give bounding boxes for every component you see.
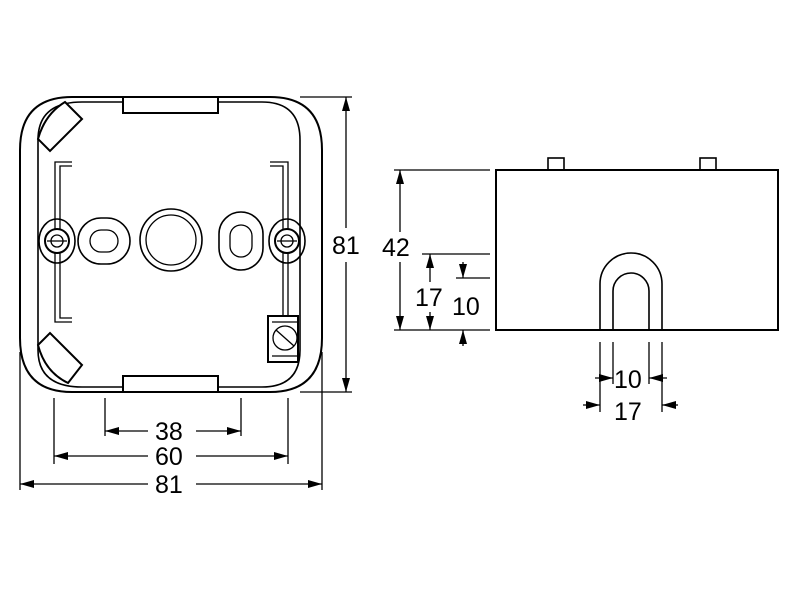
front-view bbox=[19, 96, 323, 393]
label-front-mid-width: 60 bbox=[155, 443, 183, 471]
corner-tab-top-left bbox=[36, 100, 84, 153]
side-body bbox=[495, 169, 779, 331]
side-tab-left bbox=[547, 157, 565, 171]
slot-left bbox=[77, 217, 131, 265]
label-side-height: 42 bbox=[382, 234, 410, 262]
cable-entry-inner bbox=[612, 272, 650, 330]
label-entry-outer-height: 17 bbox=[415, 284, 443, 312]
label-front-total-width: 81 bbox=[155, 471, 183, 499]
label-front-height: 81 bbox=[332, 232, 360, 260]
center-knockout bbox=[139, 208, 203, 272]
screw-right bbox=[268, 218, 306, 264]
dimension-labels: 81 38 60 81 42 17 10 10 17 bbox=[155, 232, 642, 499]
bottom-clip bbox=[122, 375, 219, 393]
corner-tab-bottom-left bbox=[36, 331, 84, 385]
front-inner-outline bbox=[37, 101, 301, 388]
slot-right bbox=[218, 211, 264, 271]
terminal-block bbox=[267, 315, 299, 363]
front-outer-outline bbox=[19, 96, 323, 393]
label-front-inner-width: 38 bbox=[155, 418, 183, 446]
side-view bbox=[495, 157, 779, 331]
label-entry-inner-height: 10 bbox=[452, 293, 480, 321]
label-entry-inner-width: 10 bbox=[614, 366, 642, 394]
label-entry-outer-width: 17 bbox=[614, 398, 642, 426]
front-dimensions bbox=[19, 96, 352, 490]
side-dimensions bbox=[394, 169, 678, 412]
screw-left bbox=[38, 218, 76, 264]
top-clip bbox=[122, 96, 219, 114]
cable-entry-outer bbox=[599, 252, 663, 330]
side-tab-right bbox=[699, 157, 717, 171]
